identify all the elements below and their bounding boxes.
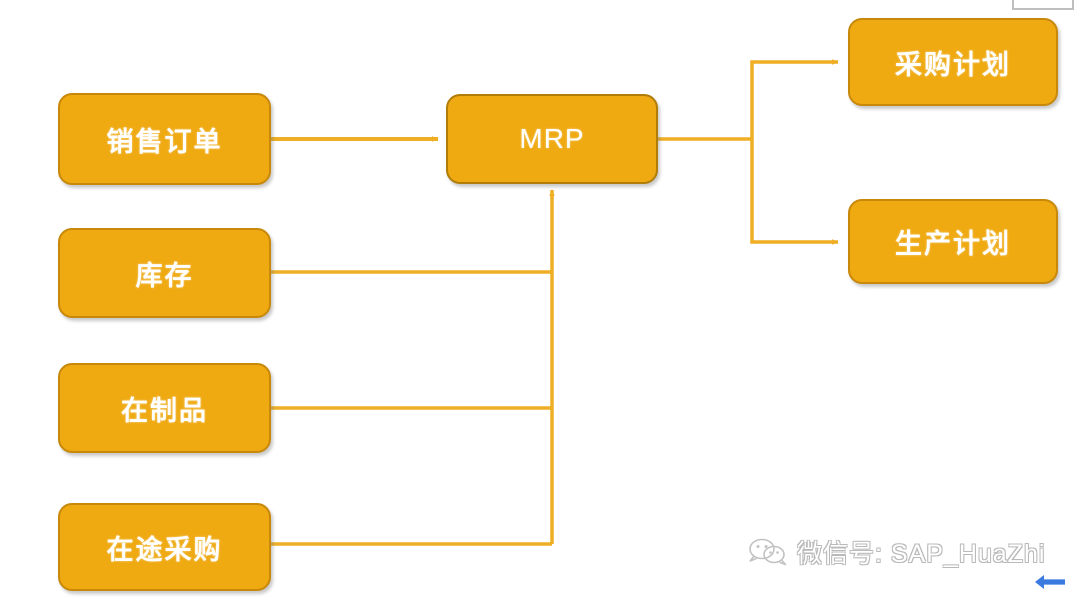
node-inventory[interactable]: 库存 <box>58 228 271 318</box>
edge-split-to-purchase-plan <box>750 59 839 139</box>
node-mrp[interactable]: MRP <box>446 94 658 184</box>
corner-rectangle <box>1012 0 1074 10</box>
node-purchase-plan-label: 采购计划 <box>895 49 1011 80</box>
watermark: 微信号: SAP_HuaZhi <box>748 534 1045 570</box>
watermark-label: 微信号: SAP_HuaZhi <box>797 540 1046 568</box>
node-production-plan[interactable]: 生产计划 <box>848 199 1058 284</box>
node-purchase-plan[interactable]: 采购计划 <box>848 18 1058 106</box>
arrow-left-icon[interactable] <box>1032 570 1066 594</box>
node-in-transit-purchase-label: 在途采购 <box>106 534 223 565</box>
node-inventory-label: 库存 <box>135 260 194 291</box>
wechat-icon <box>749 538 787 566</box>
node-in-transit-purchase[interactable]: 在途采购 <box>58 503 271 591</box>
edge-split-to-production-plan <box>750 139 839 245</box>
node-sales-order-label: 销售订单 <box>106 126 223 157</box>
node-sales-order[interactable]: 销售订单 <box>58 93 271 185</box>
node-wip-label: 在制品 <box>121 395 208 426</box>
node-production-plan-label: 生产计划 <box>895 229 1011 259</box>
node-wip[interactable]: 在制品 <box>58 363 271 453</box>
node-mrp-label: MRP <box>519 123 585 154</box>
